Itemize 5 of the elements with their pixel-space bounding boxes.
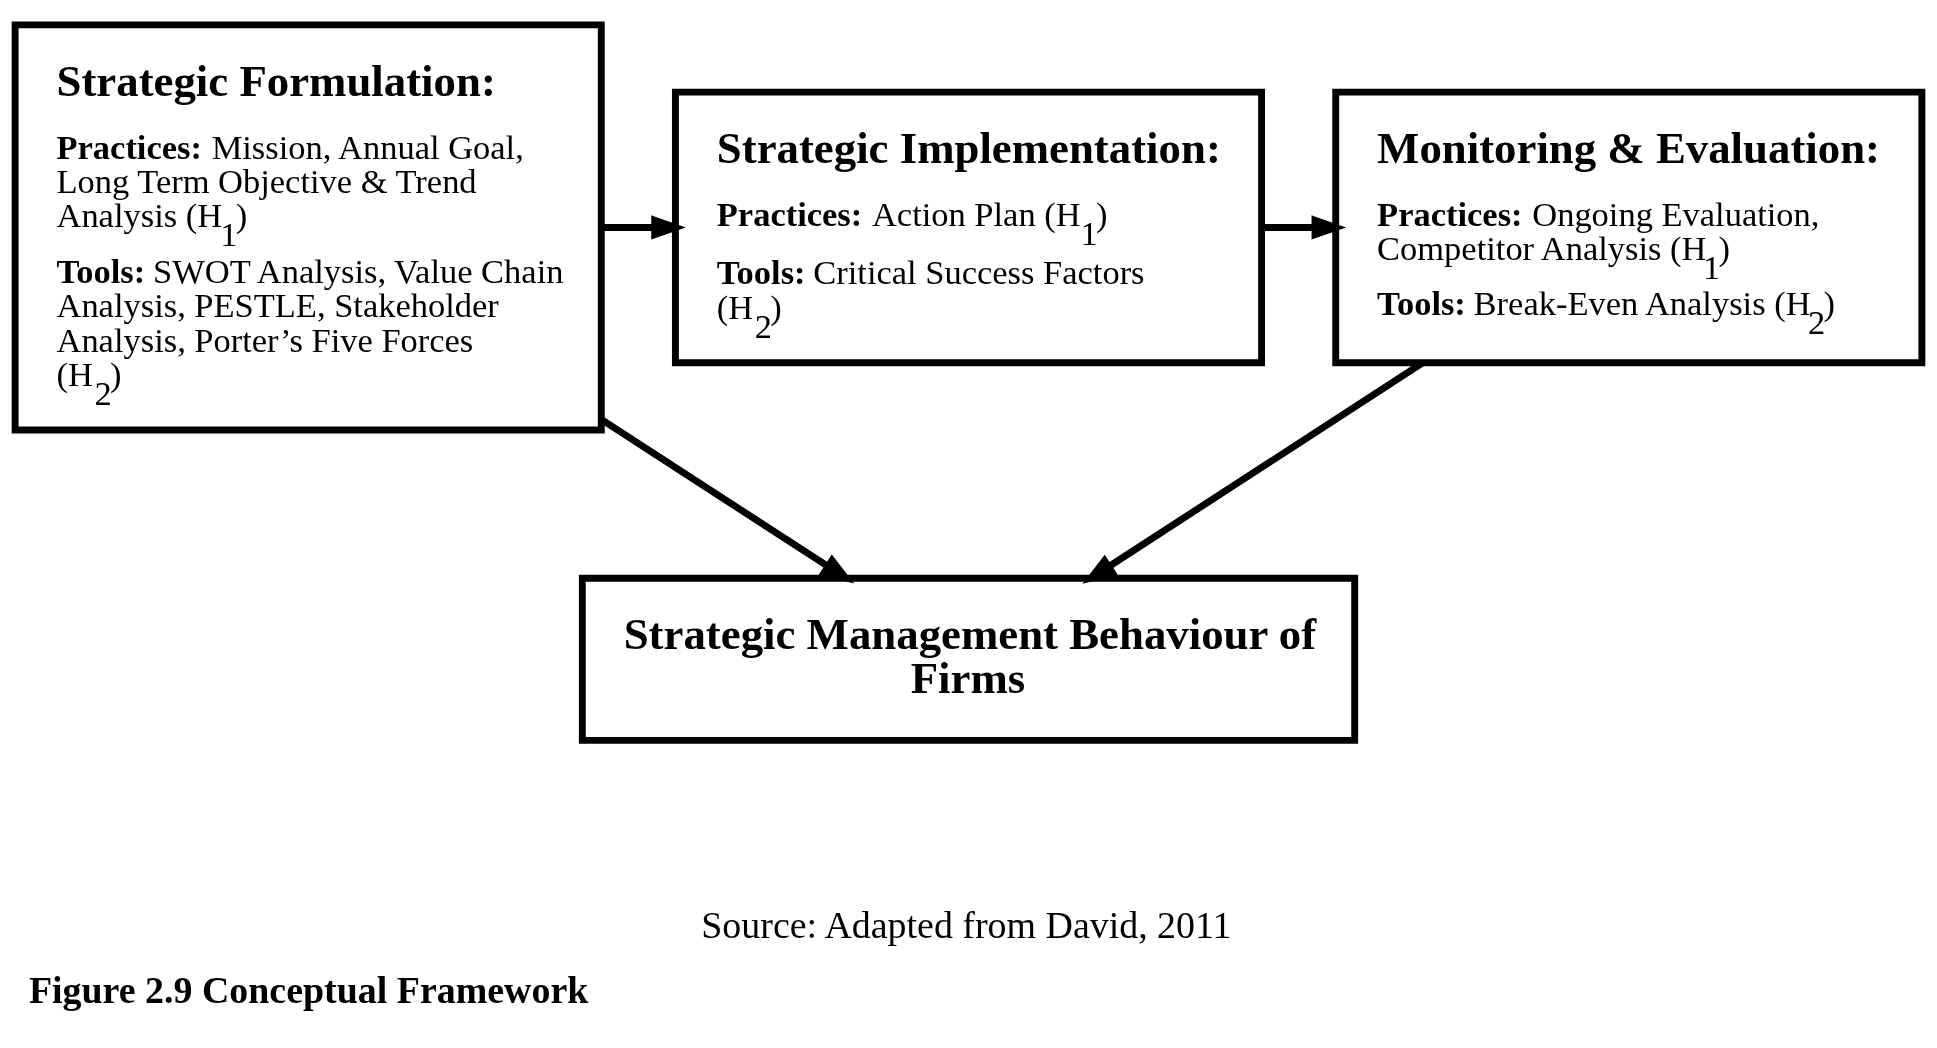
arrow <box>1261 215 1347 240</box>
arrow <box>601 215 686 240</box>
label: Source: Adapted from David, 2011 <box>701 903 1232 946</box>
node-box: Strategic Management Behaviour of Firms <box>578 574 1359 744</box>
caption: Figure 2.9 Conceptual Framework <box>28 969 589 1012</box>
